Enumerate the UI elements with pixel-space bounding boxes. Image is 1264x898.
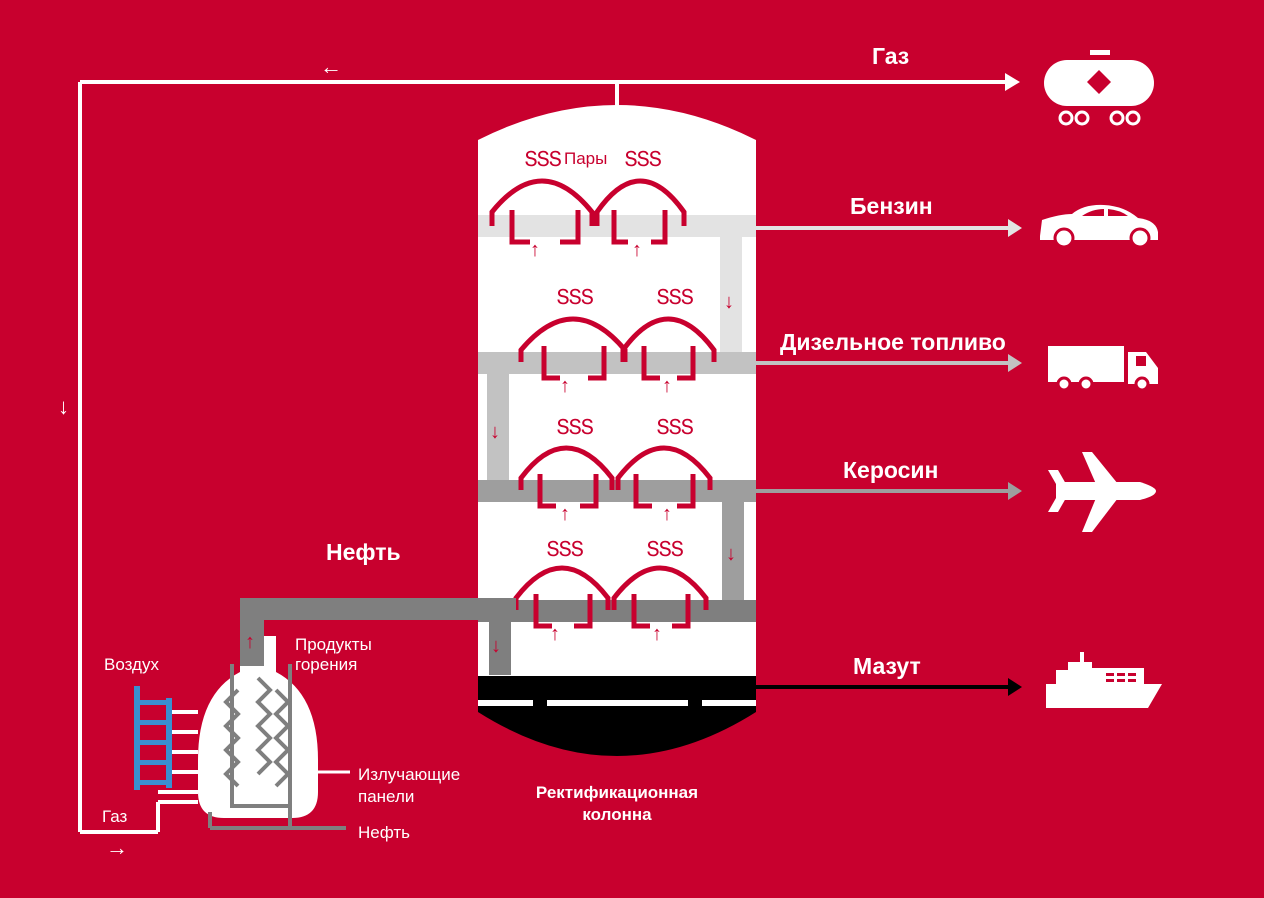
svg-text:↑: ↑ <box>530 239 540 261</box>
svg-text:↑: ↑ <box>662 503 672 525</box>
svg-text:ՏՏՏ: ՏՏՏ <box>556 287 593 309</box>
furnace <box>198 598 516 830</box>
svg-text:↓: ↓ <box>724 291 734 313</box>
svg-text:↑: ↑ <box>652 623 662 645</box>
product-lines <box>756 219 1022 696</box>
svg-text:ՏՏՏ: ՏՏՏ <box>524 149 561 171</box>
vapor-rise-arrows: ↑ ↑ ↑ ↑ ↑ ↑ ↑ ↑ <box>530 239 672 645</box>
gas-flow-down-arrow: ↓ <box>58 394 69 419</box>
tank-car-icon <box>1044 50 1154 126</box>
gas-return-line <box>78 80 1005 834</box>
svg-text:↑: ↑ <box>662 375 672 397</box>
column-label-line2: колонна <box>582 805 652 824</box>
combustion-products-label-2: горения <box>295 655 357 674</box>
distillation-column <box>478 105 756 756</box>
svg-text:ՏՏՏ: ՏՏՏ <box>656 417 693 439</box>
ship-icon <box>1046 652 1162 708</box>
gas-out-arrowhead <box>1005 73 1020 91</box>
vapor-squiggles: ՏՏՏ ՏՏՏ ՏՏՏ ՏՏՏ ՏՏՏ ՏՏՏ ՏՏՏ ՏՏՏ <box>524 149 695 561</box>
gas-flow-right-arrow: → <box>106 835 128 860</box>
svg-text:ՏՏՏ: ՏՏՏ <box>546 539 583 561</box>
gas-inlet-label: Газ <box>102 807 128 826</box>
crude-inlet-label: Нефть <box>358 823 410 842</box>
svg-text:ՏՏՏ: ՏՏՏ <box>556 417 593 439</box>
vapors-label: Пары <box>564 149 607 168</box>
combustion-up-arrow: ↑ <box>245 631 255 653</box>
svg-text:↑: ↑ <box>550 623 560 645</box>
product-label-fuel-oil: Мазут <box>853 653 921 679</box>
product-label-kerosene: Керосин <box>843 457 938 483</box>
svg-text:↓: ↓ <box>490 421 500 443</box>
tray-diesel <box>478 352 756 481</box>
air-manifold <box>134 686 198 804</box>
radiant-panels-label-1: Излучающие <box>358 765 460 784</box>
airplane-icon <box>1048 452 1156 532</box>
product-label-diesel: Дизельное топливо <box>780 329 1006 355</box>
bubble-caps <box>489 178 717 629</box>
column-shell <box>478 105 756 755</box>
truck-icon <box>1048 346 1158 392</box>
svg-text:ՏՏՏ: ՏՏՏ <box>624 149 661 171</box>
gas-top-label: Газ <box>872 43 909 69</box>
crude-feed-label: Нефть <box>326 539 401 565</box>
tray-kerosene <box>478 480 756 605</box>
car-icon <box>1040 204 1158 249</box>
downcomer-arrows: ↓ ↓ ↓ ↓ <box>490 291 736 657</box>
svg-text:ՏՏՏ: ՏՏՏ <box>646 539 683 561</box>
combustion-products-label-1: Продукты <box>295 635 372 654</box>
radiant-panels-label-2: панели <box>358 787 414 806</box>
svg-text:↓: ↓ <box>491 635 501 657</box>
svg-text:↑: ↑ <box>560 503 570 525</box>
column-label-line1: Ректификационная <box>536 783 698 802</box>
product-label-gasoline: Бензин <box>850 193 933 219</box>
svg-text:↑: ↑ <box>560 375 570 397</box>
air-label: Воздух <box>104 655 159 674</box>
gas-flow-left-arrow: ← <box>320 54 342 79</box>
svg-text:↑: ↑ <box>632 239 642 261</box>
svg-text:ՏՏՏ: ՏՏՏ <box>656 287 693 309</box>
column-residue-base <box>478 676 756 756</box>
svg-text:↓: ↓ <box>726 543 736 565</box>
